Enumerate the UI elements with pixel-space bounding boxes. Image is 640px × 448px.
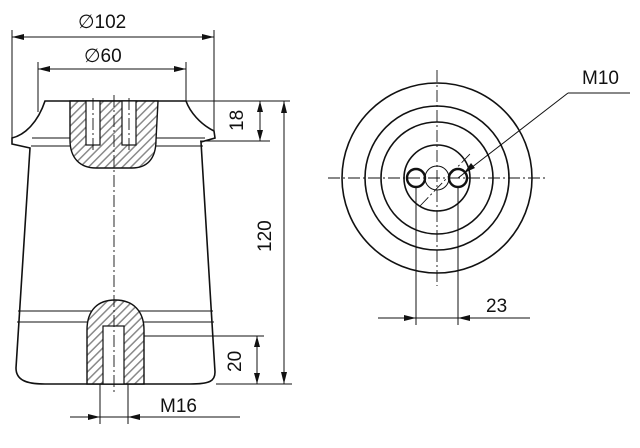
dim-18-arrow-top [257,101,263,112]
m10-leader-arrow [464,163,475,173]
dim-inner-arrow-left [38,66,50,72]
top-view-dimensions: M10 23 [378,68,630,325]
hole-spacing-label: 23 [486,296,507,317]
side-view-dimensions: ∅102 ∅60 18 120 20 M16 [11,12,292,424]
inner-diameter-label: ∅60 [84,46,122,67]
side-view [11,95,216,392]
dim-m16-arrow-right [128,414,140,420]
bottom-thread-depth-label: 20 [225,351,246,372]
top-view [328,70,548,286]
dim-23-arrow-left [404,315,416,321]
dim-23-arrow-right [458,315,470,321]
m10-leader [457,92,569,179]
bottom-thread-label: M16 [160,396,197,417]
dim-120-arrow-top [281,101,287,113]
dim-outer-arrow-right [202,34,214,40]
bottom-thread-hole [102,325,125,385]
dim-outer-arrow-left [12,34,24,40]
dim-120-arrow-bottom [281,372,287,384]
total-height-label: 120 [255,220,276,252]
top-thread-depth-label: 18 [227,110,248,131]
outer-diameter-label: ∅102 [78,12,126,33]
dim-inner-arrow-right [174,66,186,72]
dim-18-arrow-bottom [257,130,263,141]
hole-diagonal-axis [419,153,471,207]
dim-20-arrow-top [254,336,260,347]
dim-20-arrow-bottom [254,373,260,384]
dim-m16-arrow-left [88,414,100,420]
top-thread-label: M10 [582,68,619,89]
